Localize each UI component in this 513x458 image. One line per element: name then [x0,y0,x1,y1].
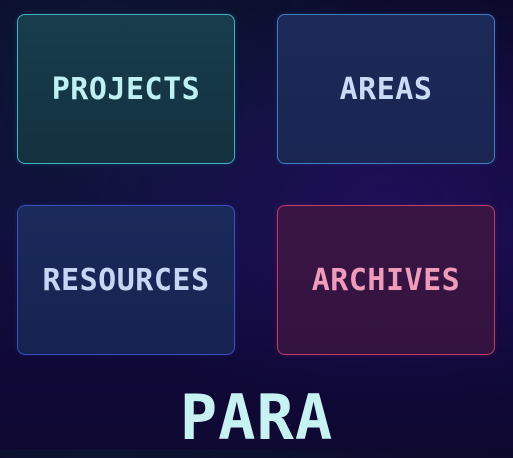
archives-card: ARCHIVES [277,205,495,355]
projects-label: PROJECTS [51,71,201,107]
areas-label: AREAS [339,71,433,107]
archives-label: ARCHIVES [311,262,461,298]
resources-card: RESOURCES [17,205,235,355]
resources-label: RESOURCES [42,262,210,298]
para-title: PARA [179,381,334,454]
areas-card: AREAS [277,14,495,164]
projects-card: PROJECTS [17,14,235,164]
